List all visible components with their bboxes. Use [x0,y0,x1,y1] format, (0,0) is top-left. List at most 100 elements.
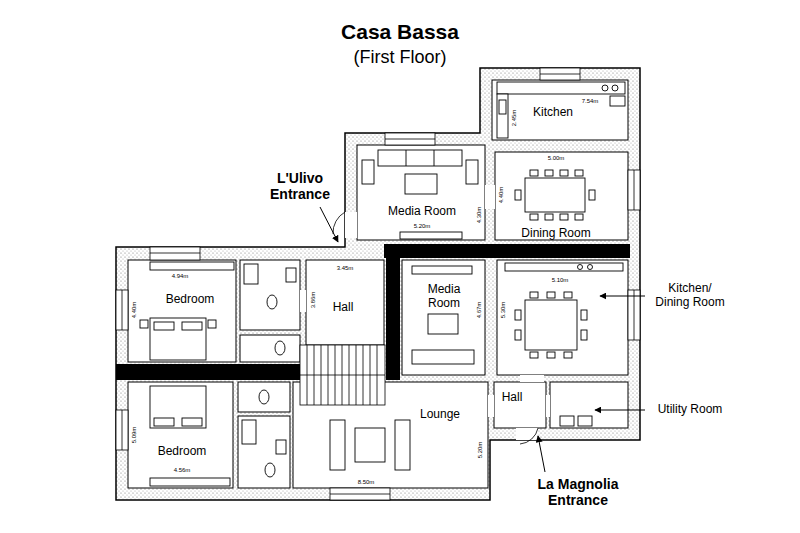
windows-doors [330,488,390,500]
dimension-label: 5.20m [414,223,431,230]
black-bands [386,258,400,380]
furniture [154,322,174,330]
furniture [588,265,593,270]
furniture [154,418,174,426]
staircase [314,345,315,405]
furniture [286,268,296,282]
furniture [564,292,572,298]
entrance-label: La Magnolia Entrance [531,476,626,508]
furniture [434,150,435,166]
furniture [515,330,521,340]
windows-doors [385,139,435,140]
leader-lines [600,296,645,297]
furniture [545,214,553,220]
furniture [378,150,462,166]
furniture [499,100,506,114]
furniture [330,420,345,470]
windows-doors [122,290,123,330]
furniture [545,170,553,176]
furniture [564,352,572,358]
room: Lounge [293,382,488,488]
windows-doors [488,395,494,417]
furniture [530,352,538,358]
windows-doors [122,410,123,450]
windows-doors [628,290,640,340]
furniture [406,150,407,166]
furniture [515,310,521,320]
room-callout: Utility Room [658,403,723,417]
furniture [581,330,587,340]
room-label: Dining Room [521,227,590,241]
furniture [400,232,462,239]
rooms [402,260,485,375]
furniture [610,96,625,106]
walls [116,68,640,500]
windows-doors [385,133,435,145]
dimension-label: 3.86m [310,292,317,309]
windows-doors [330,494,390,495]
leader-lines [538,436,545,472]
furniture [466,160,478,184]
subtitle: (First Floor) [354,47,447,68]
room-label: Lounge [420,408,460,422]
room-label: Hall [333,301,354,315]
staircase [342,345,343,405]
staircase [377,345,378,405]
furniture [267,295,277,309]
dimension-label: 3.45m [337,265,354,272]
windows-doors [540,68,580,80]
staircase [335,345,336,405]
staircase [370,345,371,405]
furniture [362,160,374,184]
staircase [300,345,385,405]
furniture [140,82,625,486]
staircase [328,345,329,405]
furniture [182,322,202,330]
furniture [428,314,458,334]
rooms [497,260,628,375]
furniture [150,478,230,486]
windows-doors [634,290,635,340]
black-bands [384,244,630,258]
furniture [412,266,472,274]
leader-lines [320,207,645,472]
furniture [589,190,595,200]
dimension-label: 4.40m [498,187,505,204]
dimension-label: 4.30m [476,207,483,224]
windows-doors [116,290,128,330]
furniture [150,386,206,428]
furniture [530,292,538,298]
rooms [550,382,628,428]
furniture [525,178,585,212]
dimension-label: 4.94m [172,273,189,280]
room-callout: Kitchen/ Dining Room [650,282,730,310]
windows-doors [116,68,640,500]
rooms [306,260,384,345]
rooms [240,260,300,330]
furniture [560,416,574,426]
dimension-label: 4.56m [174,467,191,474]
furniture [276,440,286,454]
furniture [244,264,258,284]
furniture [395,420,410,470]
rooms [238,382,290,412]
room: Media Room [402,260,485,375]
furniture [505,263,623,271]
furniture [578,265,583,270]
furniture [560,214,568,220]
windows-doors [634,170,635,210]
rooms [128,382,233,488]
windows-doors [333,212,345,234]
furniture [355,428,385,462]
room-label: Media Room [422,283,466,311]
windows-doors [520,428,538,444]
rooms [495,152,628,240]
rooms [128,80,628,488]
windows-doors [485,185,495,209]
furniture [602,85,608,91]
windows-doors [546,395,550,417]
windows-doors [150,247,200,260]
furniture [530,170,538,176]
staircase [300,375,385,376]
